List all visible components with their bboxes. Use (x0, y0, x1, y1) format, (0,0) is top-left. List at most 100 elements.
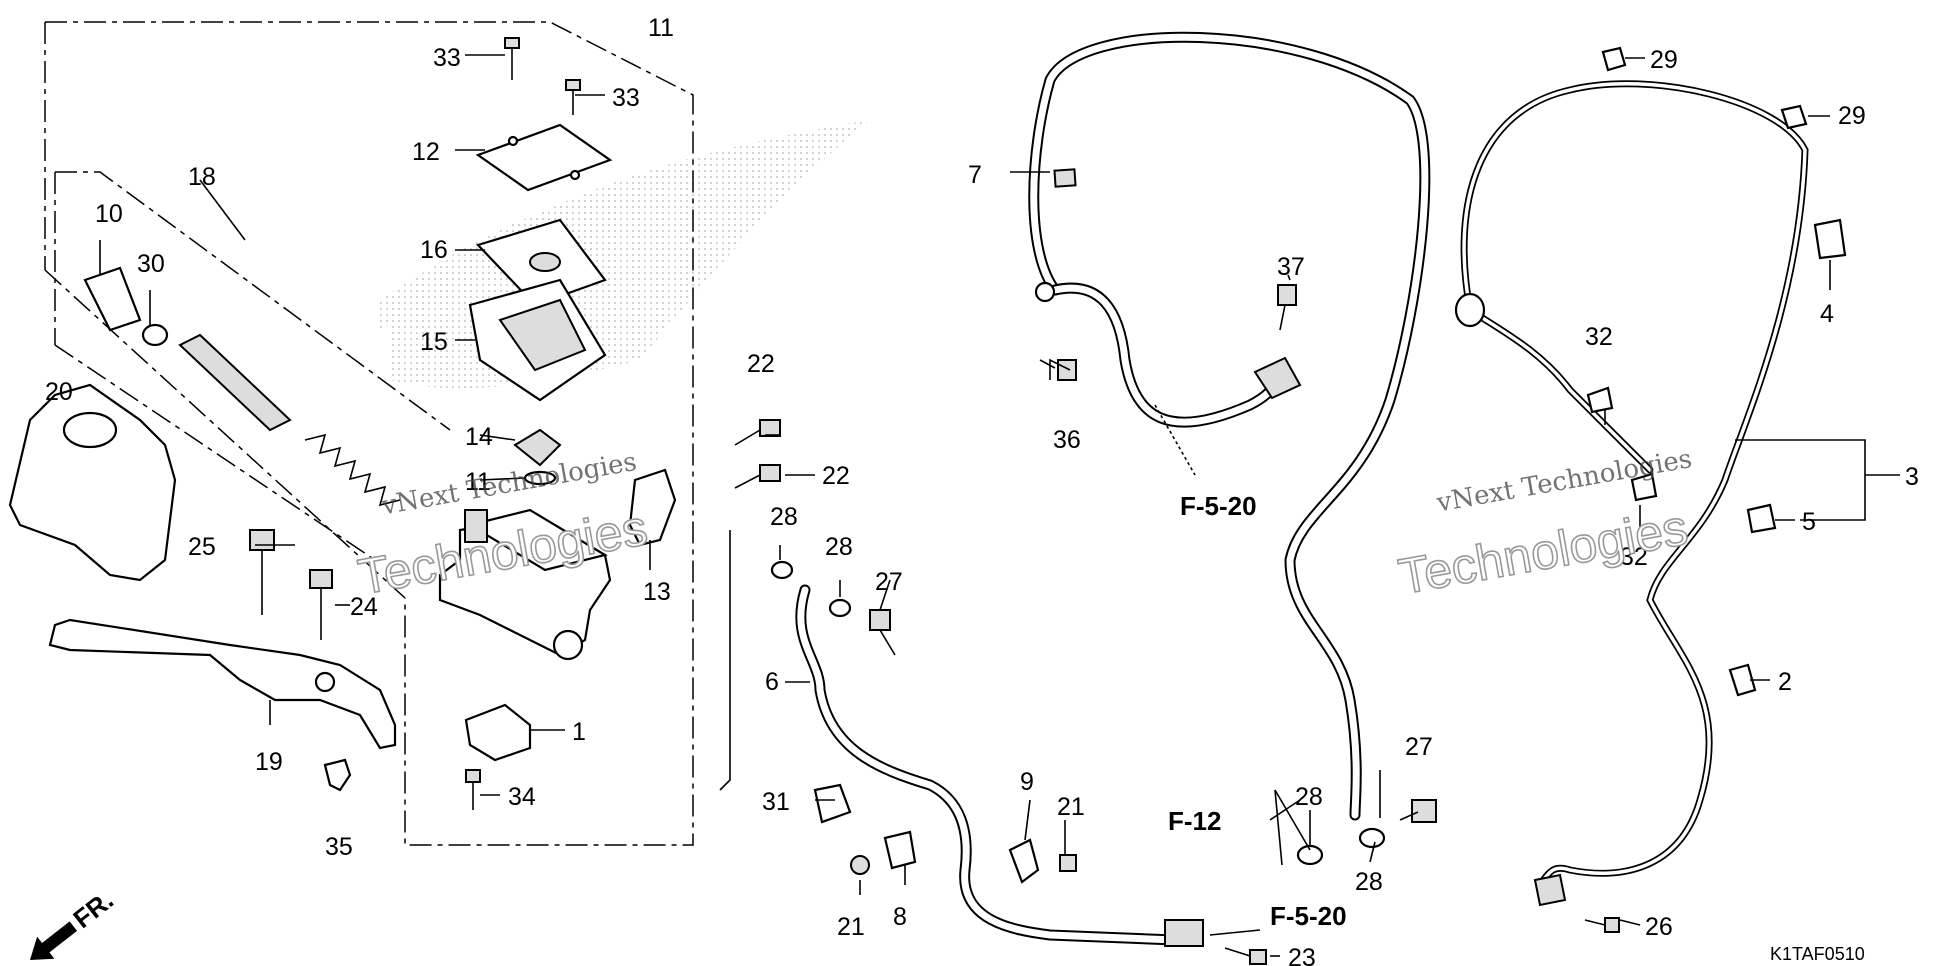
piston (178, 333, 292, 432)
front-label: FR. (67, 885, 118, 934)
clip-32a (1586, 386, 1614, 414)
hose-joint (1164, 919, 1204, 947)
callout-20: 20 (45, 378, 73, 406)
callout-4: 4 (1820, 300, 1834, 328)
callout-36: 36 (1053, 426, 1081, 454)
clip-29b (1780, 104, 1808, 130)
callout-8: 8 (893, 903, 907, 931)
brake-switch (464, 703, 532, 762)
bolt-27a (869, 609, 896, 656)
callout-11b: 11 (465, 468, 491, 496)
callout-15: 15 (420, 328, 448, 356)
callout-37: 37 (1277, 253, 1305, 281)
callout-1: 1 (572, 718, 586, 746)
callout-27a: 27 (875, 568, 903, 596)
callout-9: 9 (1020, 768, 1034, 796)
clamp-2 (1728, 663, 1757, 697)
brake-hose-6 (795, 584, 1181, 946)
callout-10: 10 (95, 200, 123, 228)
screw-33a (504, 37, 520, 80)
clamp-8 (883, 830, 917, 870)
screw-22b (734, 464, 781, 489)
bolt-25 (249, 529, 275, 615)
ref-f-5-20-bottom: F-5-20 (1270, 901, 1347, 931)
bolt-26 (1584, 917, 1620, 933)
callout-3: 3 (1905, 463, 1919, 491)
clamp-4 (1813, 218, 1847, 260)
callout-18: 18 (188, 163, 216, 191)
brake-hose-7 (1028, 31, 1431, 821)
callout-21a: 21 (837, 913, 865, 941)
callout-28d: 28 (1355, 868, 1383, 896)
callout-28c: 28 (1295, 783, 1323, 811)
diagram-code: K1TAF0510 (1770, 944, 1865, 964)
callout-34: 34 (508, 783, 536, 811)
callout-5: 5 (1802, 508, 1816, 536)
screw-33b (565, 79, 581, 115)
ref-f-12: F-12 (1168, 806, 1221, 836)
bolt-37 (1277, 284, 1297, 331)
clamp-9 (1008, 838, 1040, 884)
switch-holder (628, 468, 677, 547)
callout-23: 23 (1288, 944, 1316, 966)
wheel-speed-sensor (1533, 873, 1567, 907)
float (513, 428, 562, 467)
front-direction-marker: FR. (30, 885, 119, 960)
boot (83, 266, 142, 332)
clamp-31 (813, 783, 852, 824)
callout-29a: 29 (1650, 46, 1678, 74)
callout-33a: 33 (433, 44, 461, 72)
callout-30: 30 (137, 250, 165, 278)
circlip (141, 323, 169, 347)
connector-5 (1746, 503, 1777, 534)
watermark-wedge (380, 120, 870, 389)
callout-2: 2 (1778, 668, 1792, 696)
callout-35: 35 (325, 833, 353, 861)
screw-22a (734, 419, 781, 446)
bolt-21b (1059, 854, 1077, 872)
callout-13: 13 (643, 578, 671, 606)
screw-34 (465, 769, 481, 810)
callout-22b: 22 (822, 462, 850, 490)
reservoir-cap (475, 123, 613, 192)
bolt-24 (309, 569, 333, 640)
callout-32b: 32 (1620, 543, 1648, 571)
callout-22a: 22 (747, 350, 775, 378)
clip-29a (1601, 46, 1627, 72)
bolt-21a (850, 855, 870, 875)
bolt-27b (1399, 799, 1437, 823)
callout-12: 12 (412, 138, 440, 166)
callout-31: 31 (762, 788, 790, 816)
ref-f-5-20-top: F-5-20 (1180, 491, 1257, 521)
callout-7: 7 (968, 161, 982, 189)
reservoir-cover (8, 383, 177, 582)
callout-14: 14 (465, 423, 493, 451)
washer-28a (770, 560, 794, 580)
nut-35 (323, 758, 352, 792)
callout-25: 25 (188, 533, 216, 561)
callout-16: 16 (420, 236, 448, 264)
callout-32a: 32 (1585, 323, 1613, 351)
bolt-23 (1224, 947, 1267, 965)
callout-26: 26 (1645, 913, 1673, 941)
callout-labels: 33 33 11 12 16 15 14 11 13 22 22 1 34 25… (45, 14, 1919, 966)
callout-33b: 33 (612, 84, 640, 112)
washer-28d (1358, 827, 1386, 849)
washer-28b (828, 598, 852, 618)
leader-lines (99, 54, 1900, 957)
sensor-cable-group (1454, 46, 1847, 933)
washer-28c (1296, 844, 1324, 866)
callout-19: 19 (255, 748, 283, 776)
spring (304, 433, 401, 507)
brake-lever (48, 618, 397, 750)
hose-group (770, 31, 1437, 965)
clip-32b (1630, 472, 1658, 502)
callout-24: 24 (350, 593, 378, 621)
master-cylinder-group (8, 21, 781, 846)
callout-28b: 28 (825, 533, 853, 561)
callout-11a: 11 (648, 14, 674, 42)
callout-6: 6 (765, 668, 779, 696)
callout-21b: 21 (1057, 793, 1085, 821)
callout-27b: 27 (1405, 733, 1433, 761)
